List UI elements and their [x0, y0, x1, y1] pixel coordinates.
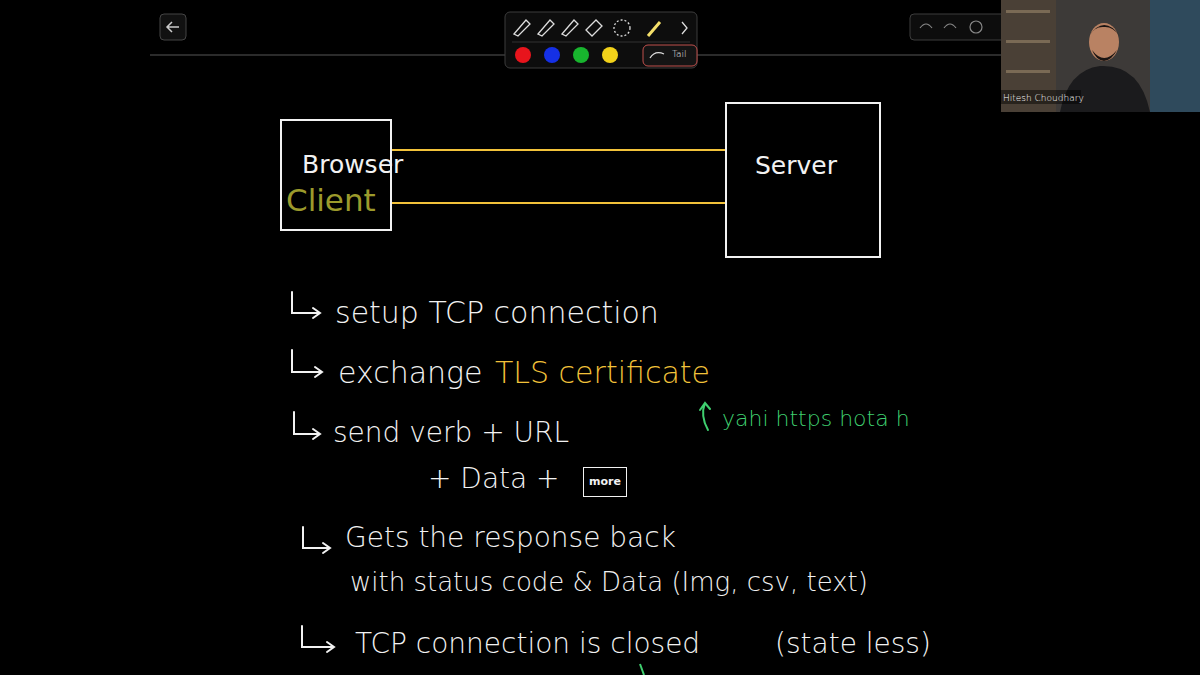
color-swatch-red	[515, 47, 531, 63]
highlighter-icon	[648, 22, 660, 36]
pen-mark	[640, 664, 644, 675]
participant-name: Hitesh Choudhary	[1003, 94, 1084, 104]
step-text: + Data +	[428, 464, 560, 495]
history-toolbar	[910, 14, 1005, 40]
step-note: (state less)	[775, 629, 931, 660]
window-light	[1150, 0, 1200, 112]
toolbar-divider	[512, 42, 690, 43]
back-button	[160, 14, 186, 40]
connection-line	[392, 202, 725, 204]
tail-button	[643, 45, 697, 66]
step-text: setup TCP connection	[335, 296, 659, 329]
tool-label: Tail	[672, 50, 687, 60]
color-swatch-blue	[544, 47, 560, 63]
hook-arrow	[302, 626, 334, 652]
pen-icon	[514, 20, 530, 36]
person-body	[1060, 66, 1150, 112]
step-text: send verb + URL	[333, 418, 569, 449]
shelf	[1006, 40, 1050, 43]
server-box: Server	[725, 102, 881, 258]
webcam-frame	[1001, 0, 1200, 112]
bullet-arrows	[292, 292, 334, 652]
redo-icon	[944, 24, 956, 28]
step-text: with status code & Data (Img, csv, text)	[350, 568, 868, 597]
marker-icon	[562, 20, 578, 36]
color-swatch-green	[573, 47, 589, 63]
shelf	[1006, 70, 1050, 73]
step-text: Gets the response back	[345, 523, 676, 554]
menu-icon	[970, 21, 982, 33]
tail-icon	[650, 53, 664, 58]
boxed-note: more	[583, 467, 627, 497]
annotation-note: yahi https hota h	[722, 407, 910, 431]
hook-arrow	[292, 350, 322, 377]
highlight-text: TLS certificate	[495, 356, 710, 389]
step-text: TCP connection is closed	[355, 629, 700, 660]
hook-arrow	[294, 412, 320, 439]
webcam-feed	[1001, 0, 1200, 112]
color-swatch-yellow	[602, 47, 618, 63]
toolbar	[505, 12, 697, 68]
node-subtitle: Client	[286, 183, 376, 217]
person-face	[1089, 23, 1119, 61]
node-title: Browser	[302, 151, 403, 179]
pencil-icon	[538, 20, 554, 36]
lasso-icon	[614, 20, 630, 36]
hook-arrow	[303, 527, 330, 553]
eraser-icon	[586, 20, 602, 36]
node-title: Server	[755, 152, 837, 180]
history-icons	[920, 21, 982, 33]
hook-arrow	[292, 292, 320, 318]
shelf	[1006, 10, 1050, 13]
person-beard	[1092, 50, 1117, 61]
back-arrow-icon	[167, 22, 179, 32]
person-hair	[1089, 25, 1120, 36]
tool-icons	[514, 20, 687, 36]
more-tools-icon	[682, 22, 687, 34]
undo-icon	[920, 24, 932, 28]
client-box: BrowserClient	[280, 119, 392, 231]
step-text: exchange	[338, 356, 483, 389]
connection-line	[392, 149, 725, 151]
callout-arrow	[700, 403, 710, 430]
